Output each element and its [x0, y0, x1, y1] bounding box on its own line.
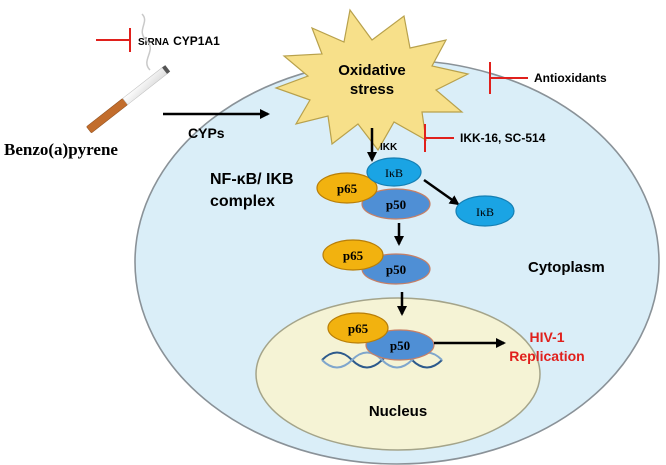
stress-label-line1: Oxidative: [338, 62, 406, 79]
nucleus-envelope: [255, 297, 541, 451]
complex1-ikb-label: IκB: [385, 166, 403, 180]
complex1-p65: [316, 172, 378, 204]
sirna-label: SiRNA CYP1A1: [138, 34, 220, 48]
sirna-target: CYP1A1: [173, 34, 220, 48]
dimer-p65: [322, 239, 384, 271]
benzopyrene-label: Benzo(a)pyrene: [4, 140, 118, 159]
dimer-p50-label: p50: [386, 262, 406, 277]
complex1-p50: [361, 188, 431, 220]
complex1-p65-label: p65: [337, 181, 358, 196]
antioxidants-label: Antioxidants: [534, 71, 607, 85]
complex1-ikb: [366, 157, 422, 187]
cytoplasm-label: Cytoplasm: [528, 259, 605, 276]
nuclear-p65-label: p65: [348, 321, 369, 336]
ikk-inhibitors-label: IKK-16, SC-514: [460, 131, 546, 145]
stress-label-line2: stress: [350, 81, 394, 98]
nuclear-nfkb-dimer: p50 p65: [327, 312, 435, 361]
nuclear-p65: [327, 312, 389, 344]
smoke-icon: [141, 13, 152, 71]
dimer-p65-label: p65: [343, 248, 364, 263]
hiv-label-line1: HIV-1: [529, 329, 564, 345]
sirna-prefix: SiRNA: [138, 37, 169, 48]
nfkb-ikb-complex: p50 p65 IκB: [316, 157, 431, 220]
ikk-label: IKK: [380, 142, 398, 153]
nucleus-label: Nucleus: [369, 403, 427, 420]
nfkb-dimer: p50 p65: [322, 239, 431, 285]
hiv-label-line2: Replication: [509, 348, 584, 364]
ikb-release-arrow: [423, 178, 460, 206]
ikk-inhibitor-symbol: [424, 124, 454, 152]
free-ikb-label: IκB: [476, 205, 494, 219]
complex1-p50-label: p50: [386, 197, 406, 212]
oxidative-stress-burst: [274, 8, 470, 152]
nuclear-p50-label: p50: [390, 338, 410, 353]
cigarette-icon: [86, 65, 171, 133]
sirna-inhibitor-symbol: [96, 28, 131, 52]
cyps-label: CYPs: [188, 125, 225, 141]
complex-label-line2: complex: [210, 193, 275, 210]
complex-label-line1: NF-κB/ IKB: [210, 171, 294, 188]
free-ikb: [455, 195, 515, 227]
antioxidants-inhibitor-symbol: [489, 62, 528, 94]
nuclear-p50: [365, 329, 435, 361]
